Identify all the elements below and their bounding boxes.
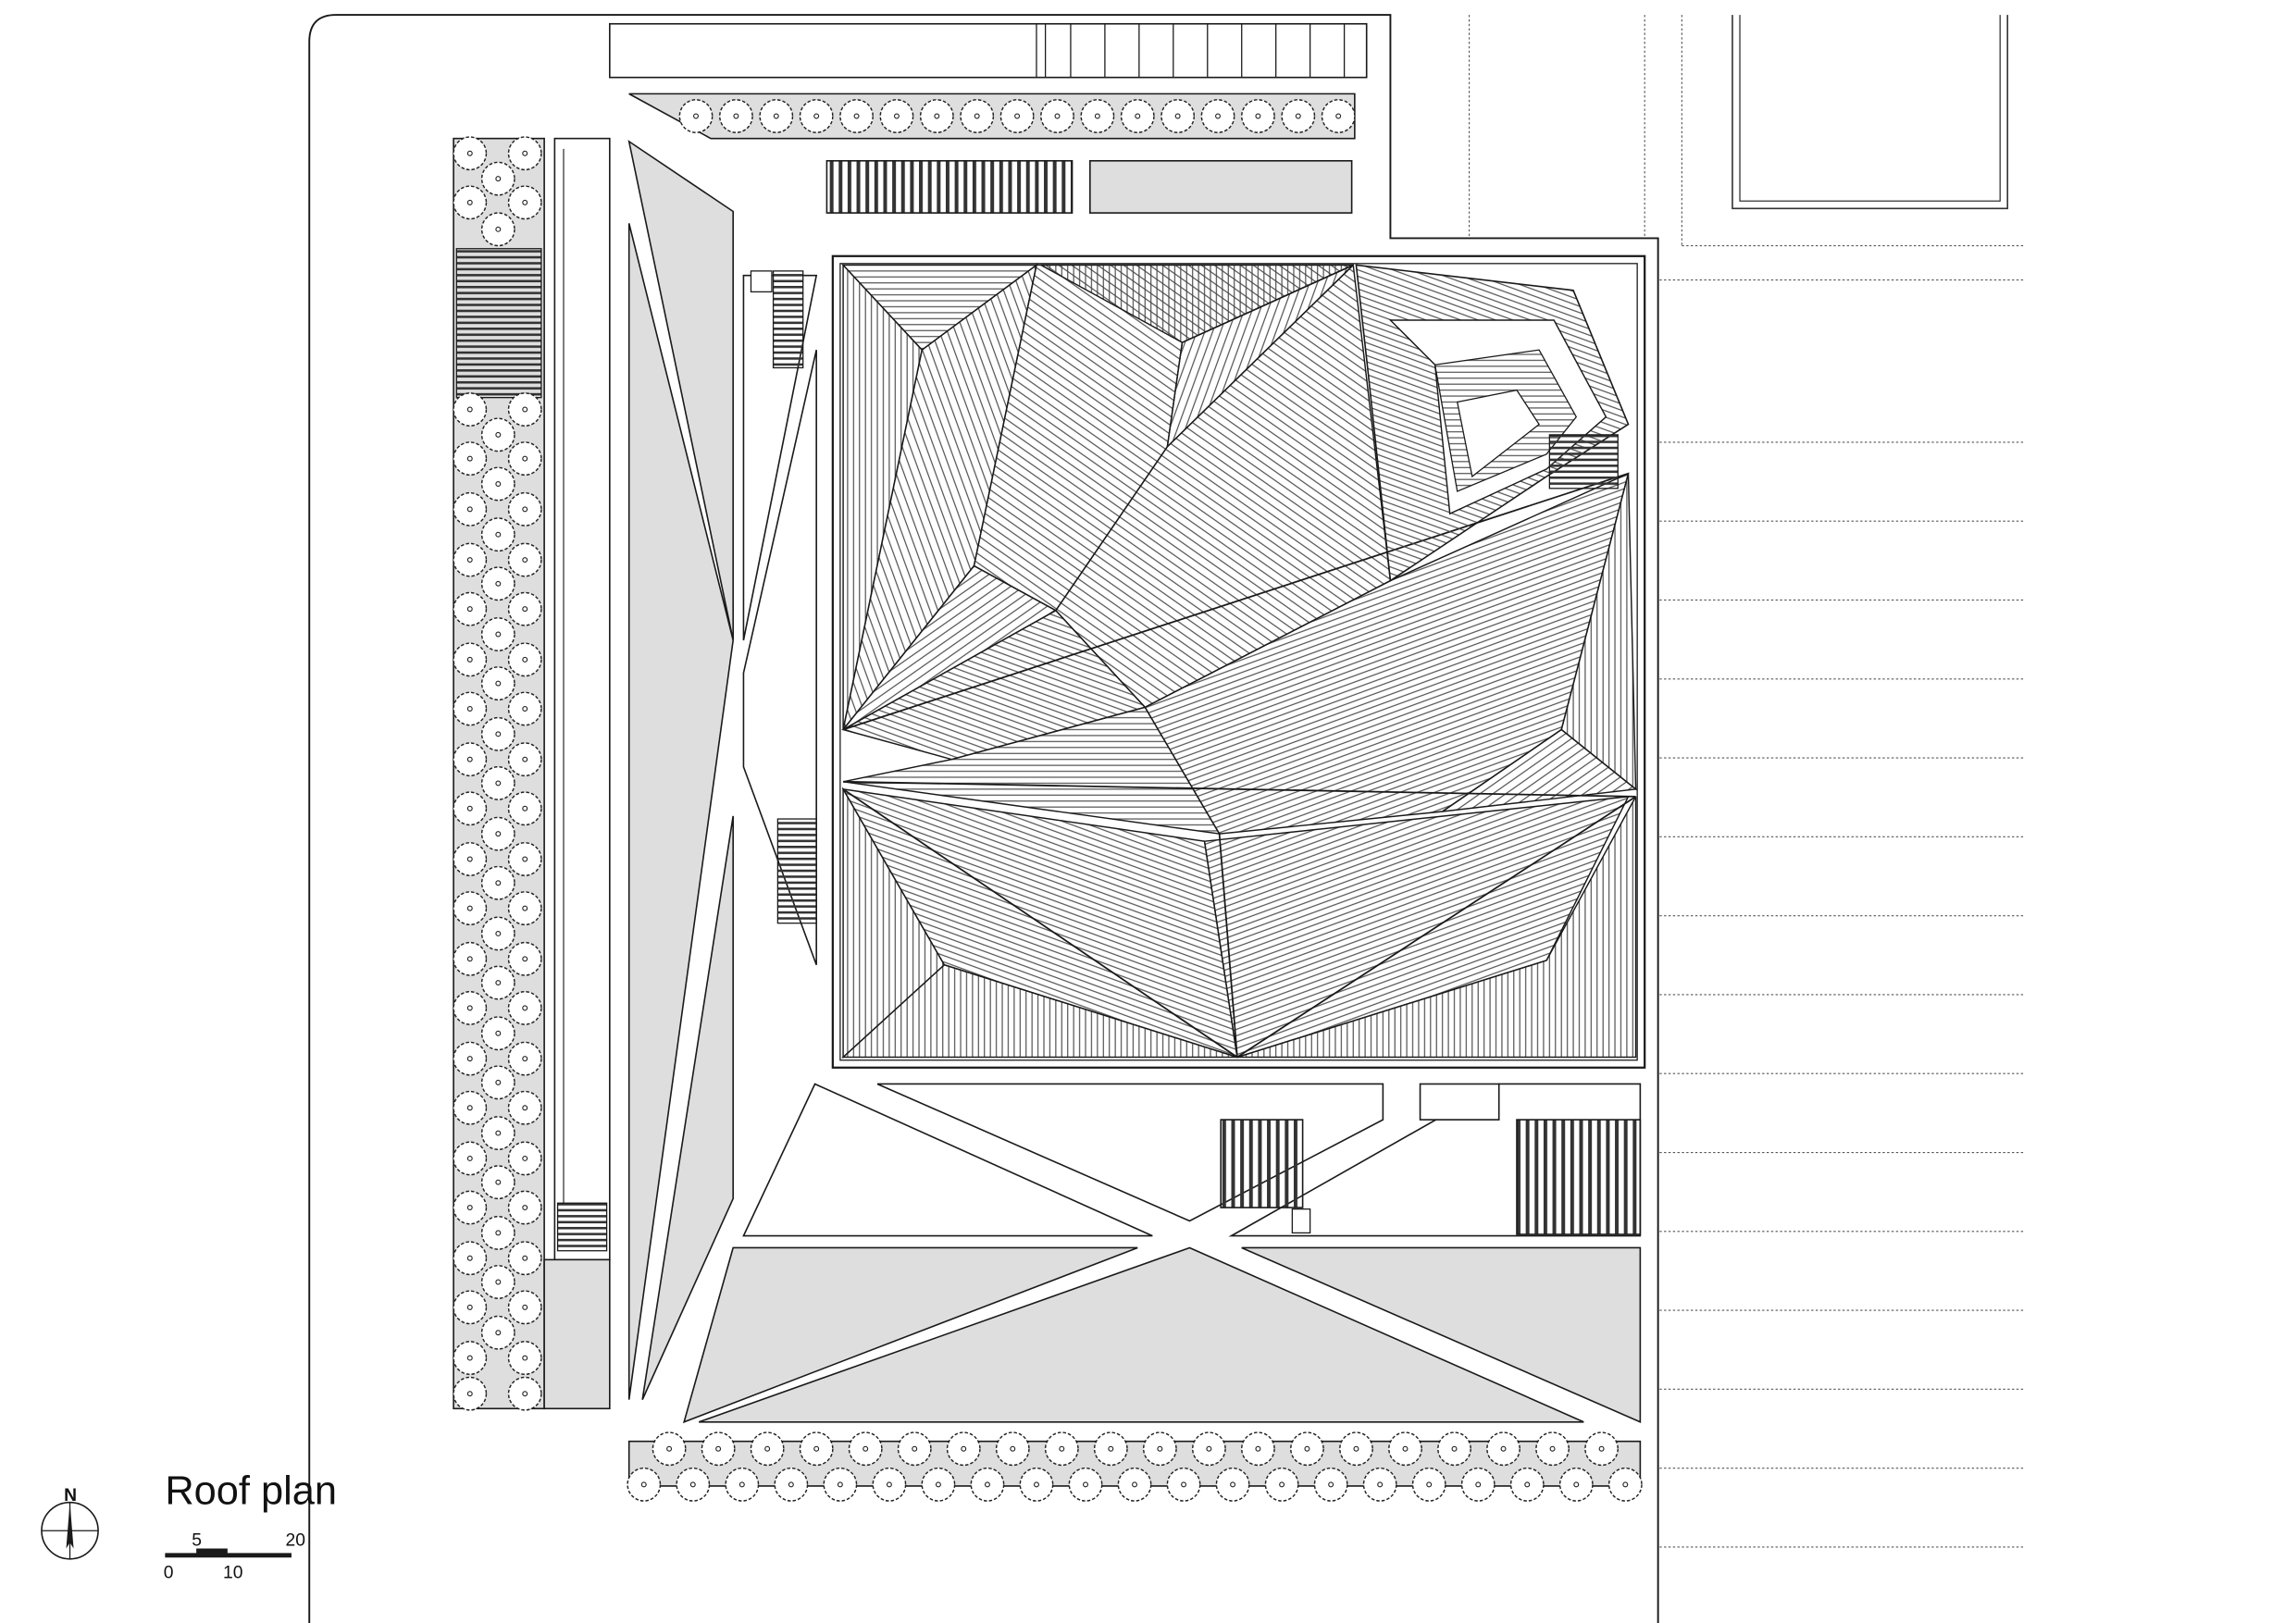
drawing-title: Roof plan [165, 1468, 337, 1513]
plaza-triangle-top [876, 1083, 1384, 1222]
neighbouring-building [1731, 15, 2009, 210]
top-grey-block [1089, 159, 1353, 214]
left-walkway [553, 137, 611, 1261]
top-pergola [609, 22, 1368, 79]
side-stair-top [772, 270, 804, 369]
site-boundary [308, 14, 1659, 1623]
garden-triangle-left [627, 223, 735, 1400]
garden-lower-right [1241, 1246, 1642, 1423]
left-stair [455, 248, 542, 399]
top-louvre-block [825, 159, 1074, 214]
garden-triangle-upper [627, 140, 734, 641]
north-arrow-icon: N [41, 1486, 99, 1560]
garden-lower-centre [698, 1246, 1584, 1423]
stepped-roof-wing [1355, 264, 1630, 582]
garden-triangle-mid [641, 815, 734, 1400]
scale-label-0: 0 [164, 1564, 174, 1583]
side-stair [776, 818, 817, 924]
left-steps [556, 1202, 608, 1252]
garden-lower-left [682, 1246, 1138, 1424]
north-label: N [64, 1486, 77, 1505]
plaza-louvre-left [1220, 1119, 1304, 1208]
scale-label-10: 10 [223, 1564, 242, 1583]
scale-label-5: 5 [192, 1530, 202, 1550]
plaza-triangle-left [742, 1083, 1153, 1237]
left-lower-bed [543, 1258, 611, 1410]
scale-bar-icon: 5 20 0 10 [164, 1530, 305, 1582]
scale-label-20: 20 [286, 1530, 305, 1550]
neighbouring-parcels [1469, 15, 2026, 1548]
plaza-louvre-right [1516, 1119, 1642, 1235]
